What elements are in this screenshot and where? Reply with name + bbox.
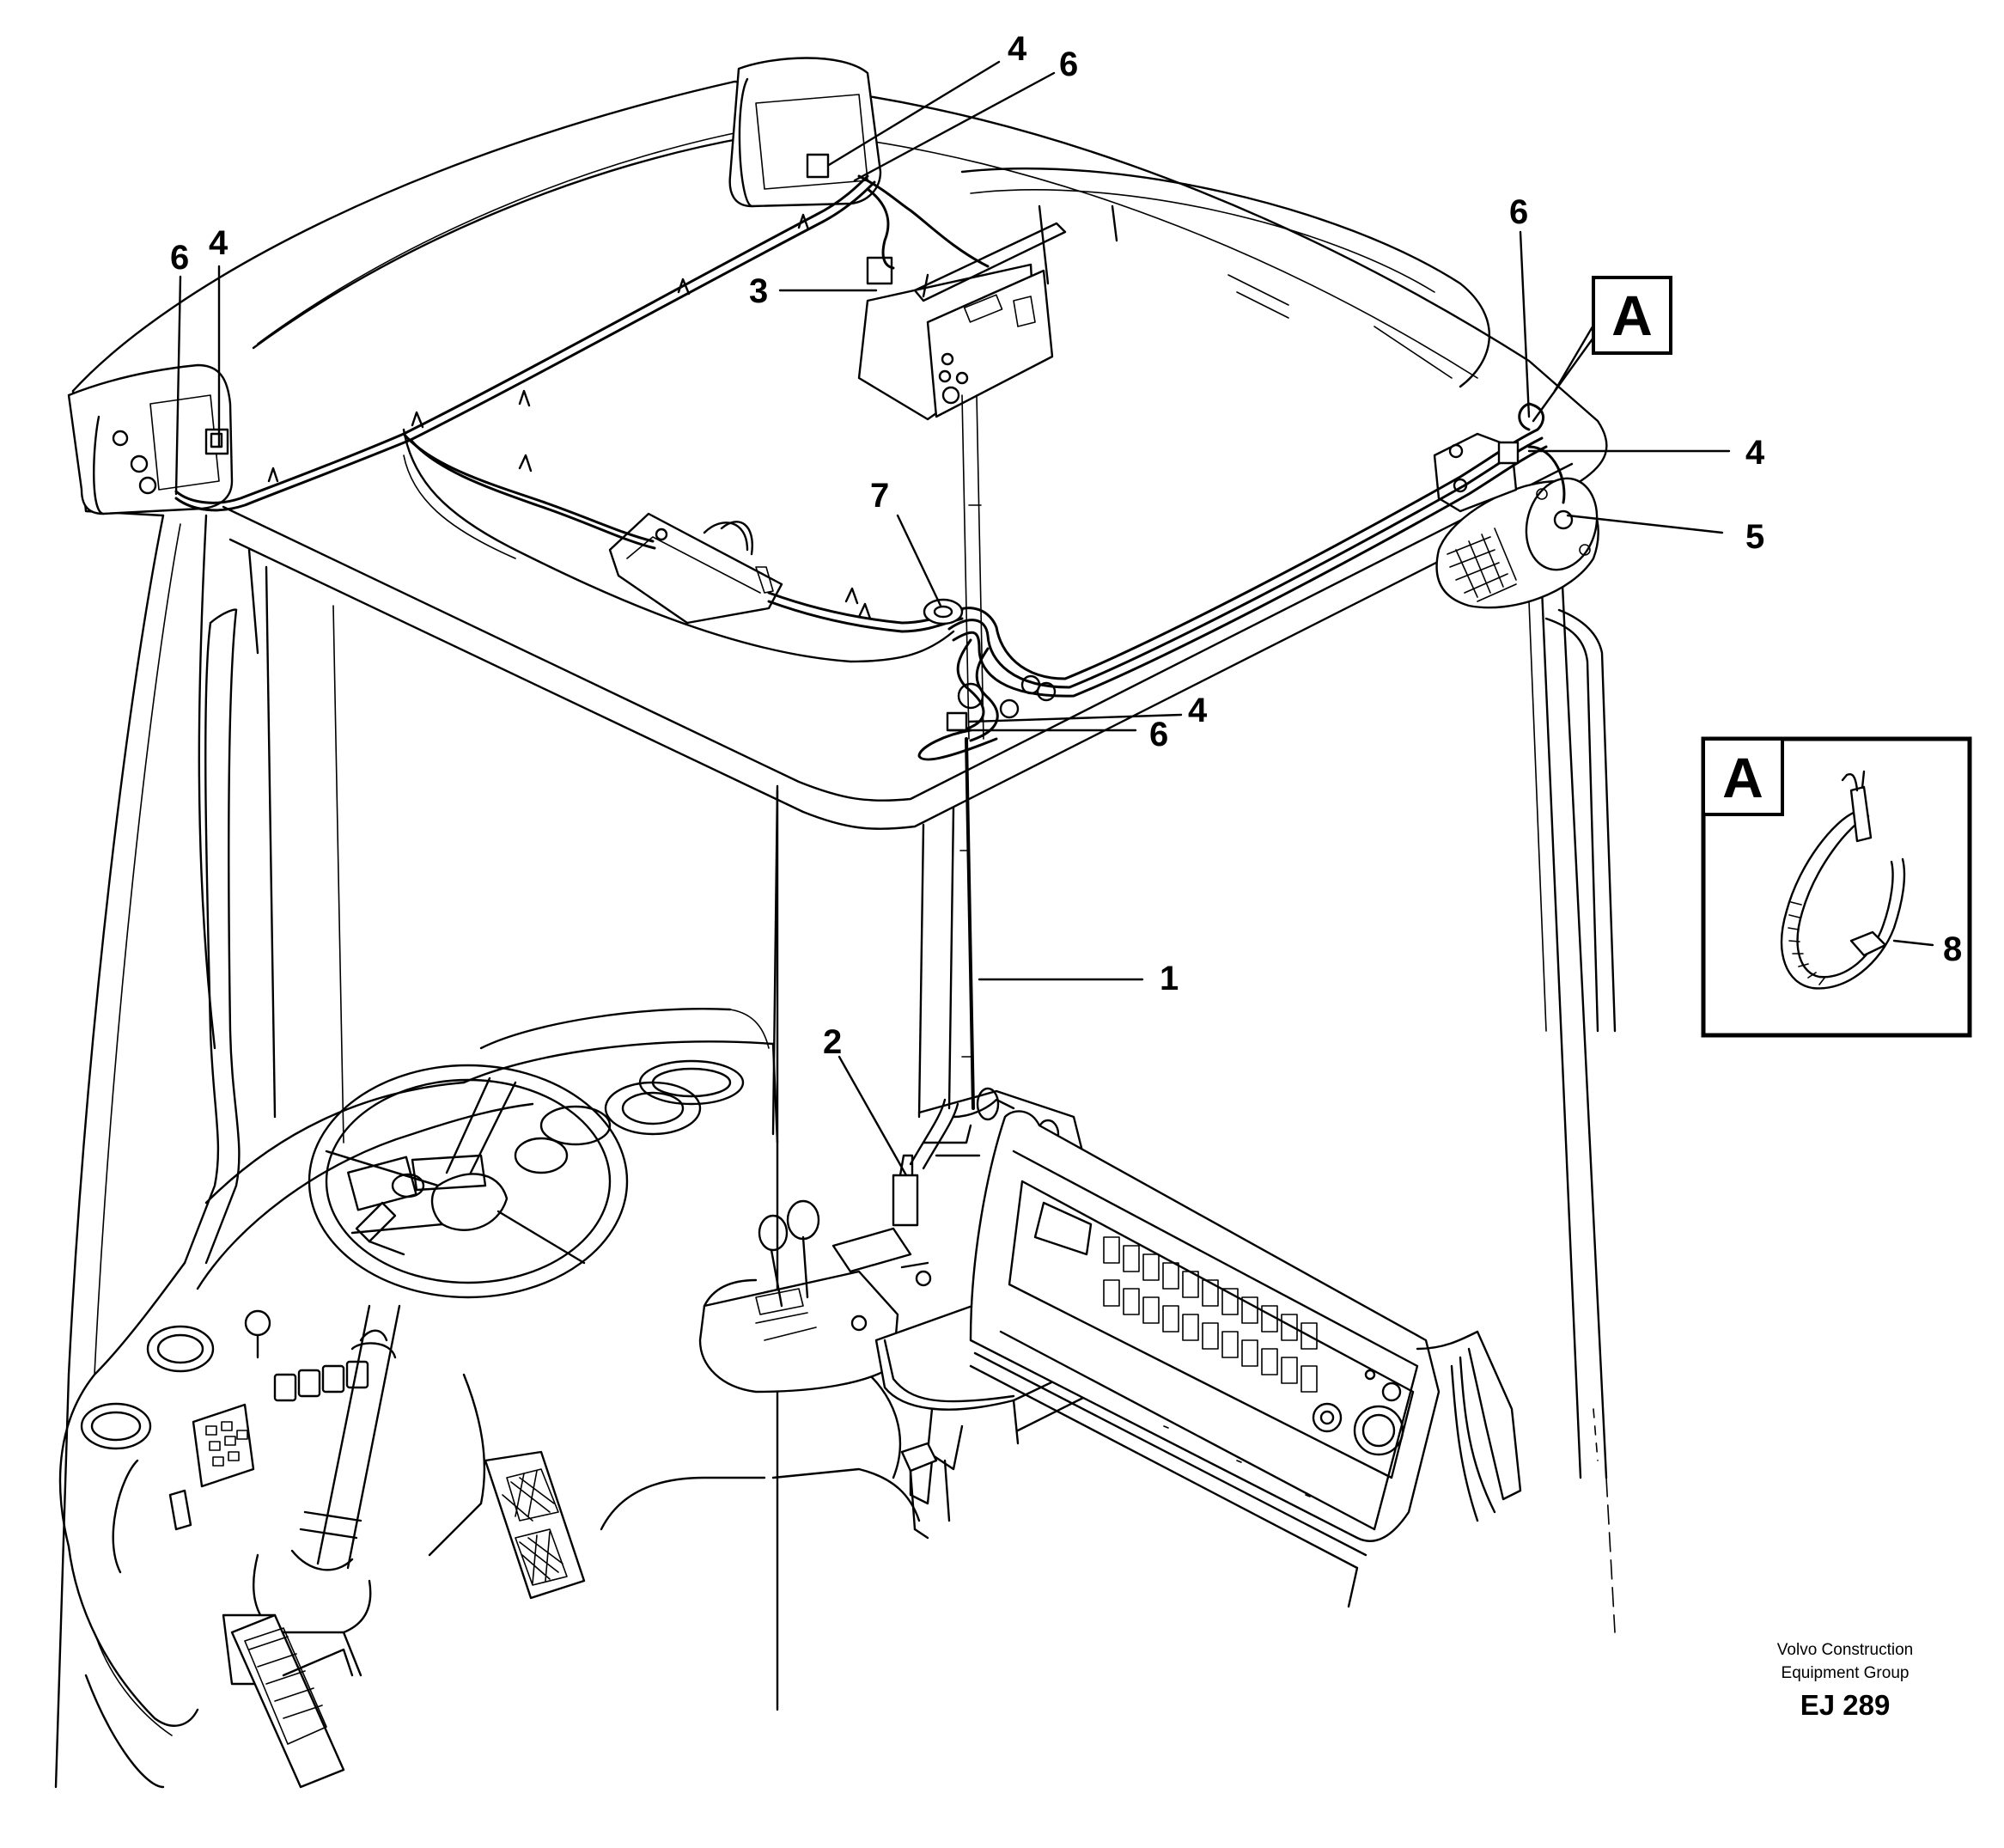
callout-4-mid: 4 [1188,692,1208,729]
radio [857,222,1067,421]
footer: Volvo Construction Equipment Group EJ 28… [1777,1641,1913,1721]
beacon-lamp [1433,432,1599,609]
callout-1: 1 [1160,960,1179,997]
marker-letter: A [1611,284,1653,347]
detail-box-letter: A [1722,746,1763,809]
switch-grid [1103,1236,1318,1393]
callout-2: 2 [823,1023,842,1061]
callout-6-top: 6 [1059,46,1078,83]
right-switch-panel [969,1110,1522,1608]
callout-8: 8 [1943,930,1962,968]
callout-4-top: 4 [1008,30,1027,68]
callouts: 4 6 4 6 3 6 4 5 7 4 6 1 2 [170,30,1765,1061]
leader-lines [174,60,1731,1177]
left-work-lamp [67,363,234,515]
figure-code: EJ 289 [1800,1689,1891,1721]
callout-5: 5 [1745,518,1764,556]
footer-company-line2: Equipment Group [1782,1664,1910,1682]
callout-6-left: 6 [170,239,189,277]
callout-6-mid: 6 [1149,716,1168,753]
detail-marker-a: A [1592,276,1672,355]
harness-clips [267,213,872,620]
callout-4-right: 4 [1745,434,1765,472]
footer-company-line1: Volvo Construction [1777,1641,1913,1659]
connectors [946,441,1520,732]
grommets [923,598,1057,719]
wiring-harness [174,174,1566,1110]
relay-box [608,512,783,625]
callout-7: 7 [870,477,889,515]
callout-6-right: 6 [1509,193,1528,231]
callout-3: 3 [749,272,768,310]
callout-4-left: 4 [209,224,228,262]
cab-frame [54,488,1617,1789]
dashboard [58,1008,921,1789]
detail-box-a: A 8 [1701,736,1972,1038]
cable-tie-illustration [1780,770,1906,990]
